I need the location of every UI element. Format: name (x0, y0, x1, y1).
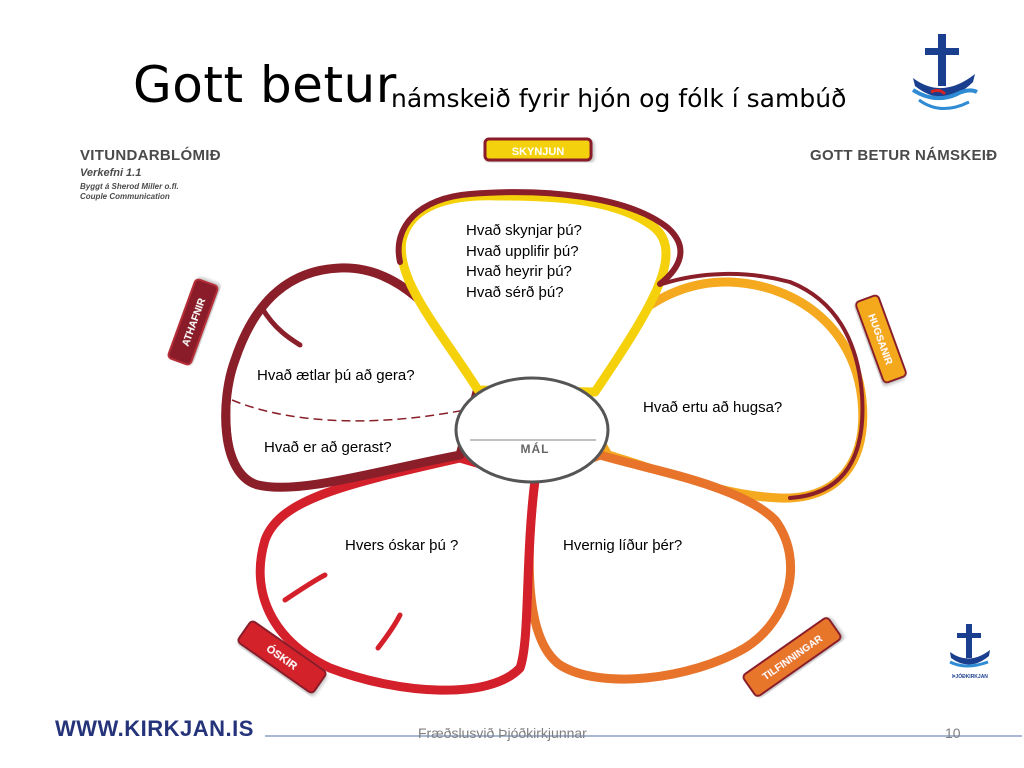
page-number: 10 (945, 725, 961, 741)
course-name: GOTT BETUR NÁMSKEIÐ (810, 147, 998, 164)
svg-text:ÞJÓÐKIRKJAN: ÞJÓÐKIRKJAN (952, 672, 988, 680)
skynjun-q4: Hvað sérð þú? (466, 283, 564, 301)
page-subtitle: námskeið fyrir hjón og fólk í sambúð (391, 84, 847, 113)
label-athafnir: ATHAFNIR (167, 278, 219, 366)
church-small-logo-icon: ÞJÓÐKIRKJAN (949, 624, 990, 680)
church-logo-icon (911, 34, 978, 110)
athafnir-divider (231, 399, 466, 422)
diagram-name: VITUNDARBLÓMIÐ (80, 147, 221, 164)
svg-text:SKYNJUN: SKYNJUN (512, 146, 565, 158)
skynjun-q1: Hvað skynjar þú? (466, 222, 582, 239)
label-skynjun: SKYNJUN (483, 137, 593, 162)
hugsanir-question: Hvað ertu að hugsa? (643, 399, 783, 416)
page-title: Gott betur (133, 56, 397, 114)
label-hugsanir: HUGSANIR (855, 294, 907, 384)
footer-organization: Fræðslusvið Þjóðkirkjunnar (418, 725, 587, 741)
athafnir-question-top: Hvað ætlar þú að gera? (257, 367, 415, 384)
skynjun-questions: Hvað skynjar þú? Hvað upplifir þú? Hvað … (466, 221, 582, 303)
petal-oskir (255, 453, 540, 695)
skynjun-q2: Hvað upplifir þú? (466, 242, 579, 260)
exercise-label: Verkefni 1.1 (80, 167, 142, 179)
skynjun-q3: Hvað heyrir þú? (466, 263, 572, 280)
petal-athafnir (221, 263, 483, 492)
petal-tilfinningar (524, 450, 795, 684)
tilfinningar-question: Hvernig líður þér? (563, 537, 683, 554)
center-label: MÁL (521, 441, 550, 456)
credit-label: Byggt á Sherod Miller o.fl. (80, 182, 179, 191)
athafnir-question-bottom: Hvað er að gerast? (264, 439, 392, 456)
center-circle (454, 376, 610, 484)
source-label: Couple Communication (80, 192, 170, 201)
oskir-question: Hvers óskar þú ? (345, 537, 459, 554)
footer-url-link[interactable]: WWW.KIRKJAN.IS (55, 716, 254, 741)
petal-skynjun (396, 191, 671, 397)
footer-divider (265, 735, 1022, 737)
